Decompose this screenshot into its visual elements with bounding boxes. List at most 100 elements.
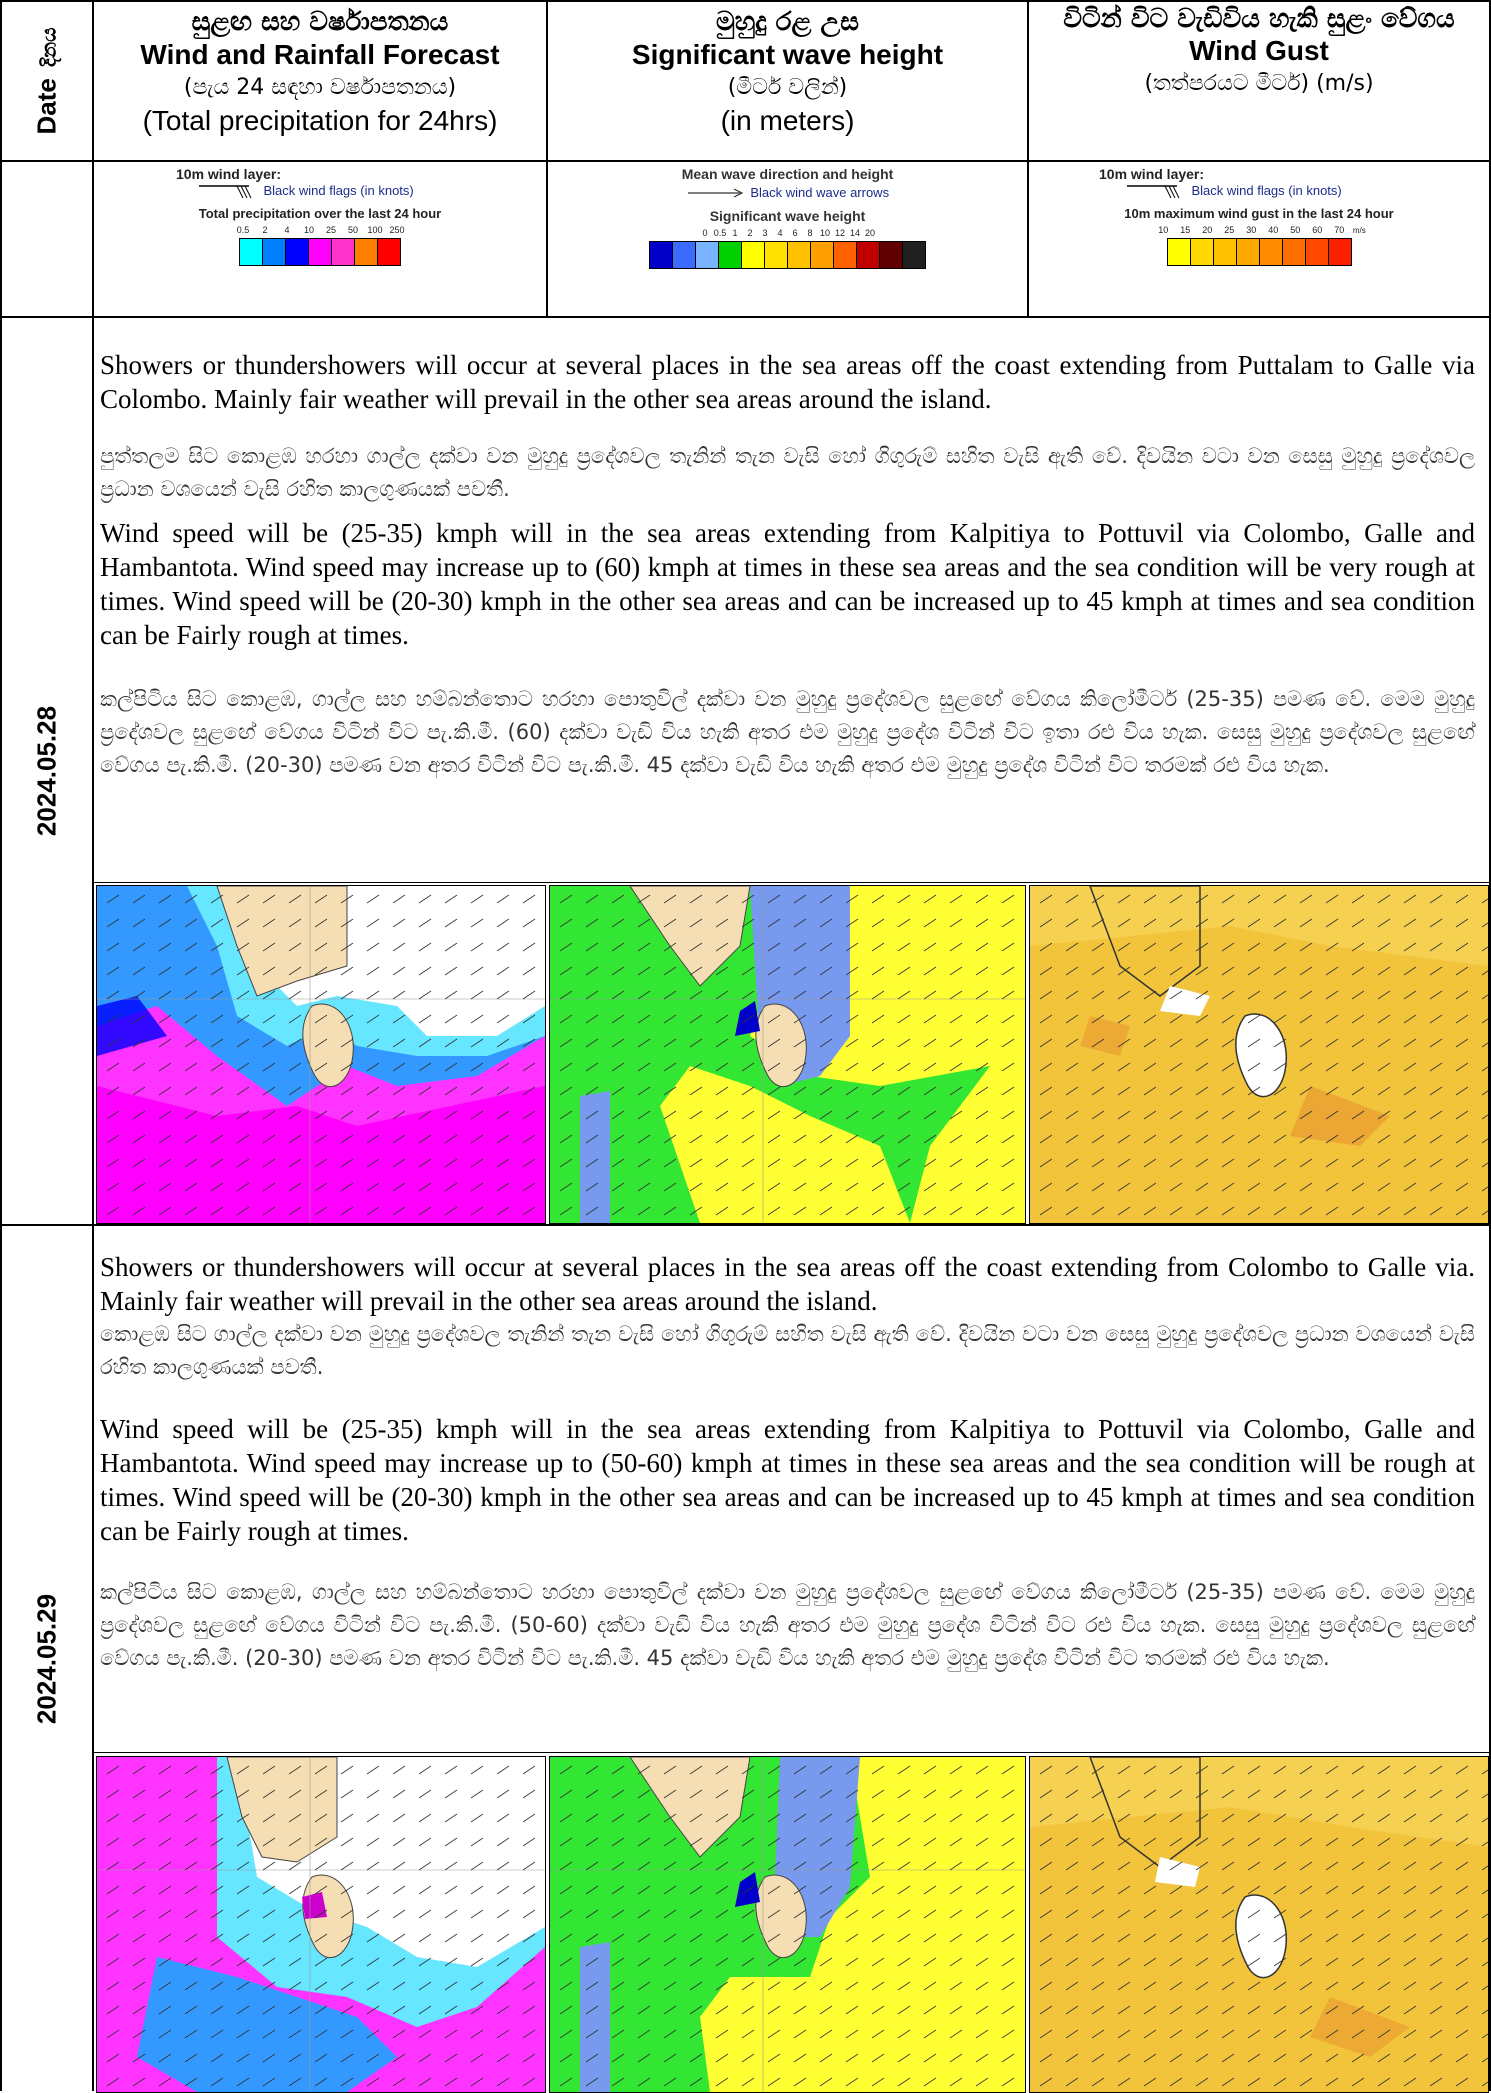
wind-arrow — [923, 1158, 937, 1168]
wind-arrow — [184, 1182, 198, 1192]
wind-arrow — [444, 1158, 458, 1168]
wind-arrow — [975, 1206, 989, 1216]
wind-arrow — [1221, 1813, 1235, 1823]
wind-arrow — [522, 1765, 536, 1775]
wind-arrow — [793, 1158, 807, 1168]
wind-arrow — [1403, 2053, 1417, 2063]
wind-arrow — [1299, 1134, 1313, 1144]
wind-arrow — [1169, 1062, 1183, 1072]
wind-arrow — [1247, 1981, 1261, 1991]
wind-arrow — [585, 1158, 599, 1168]
wind-arrow — [1299, 1909, 1313, 1919]
wind-arrow — [184, 1014, 198, 1024]
wind-arrow — [1351, 2077, 1365, 2087]
wind-arrow — [1325, 2005, 1339, 2015]
wind-arrow — [1143, 1957, 1157, 1967]
legend-swatch — [309, 239, 332, 266]
wind-arrow — [715, 1038, 729, 1048]
legend-tick-label: 40 — [1268, 225, 1279, 236]
wind-arrow — [975, 1909, 989, 1919]
wind-arrow — [1065, 2077, 1079, 2087]
rainfall-map — [96, 1756, 546, 2093]
legend-swatch — [880, 242, 903, 268]
wind-arrow — [819, 1981, 833, 1991]
wind-arrow — [184, 1813, 198, 1823]
wind-arrow — [1169, 2029, 1183, 2039]
wind-arrow — [845, 2029, 859, 2039]
wind-arrow — [470, 1182, 484, 1192]
wind-arrow — [1143, 1933, 1157, 1943]
wind-arrow — [158, 1981, 172, 1991]
wind-arrow — [1429, 1038, 1443, 1048]
wind-arrow — [262, 918, 276, 928]
wind-arrow — [158, 1014, 172, 1024]
wind-arrow — [1221, 1765, 1235, 1775]
wind-arrow — [1001, 1933, 1015, 1943]
wind-arrow — [845, 2077, 859, 2087]
wind-arrow — [845, 966, 859, 976]
wind-arrow — [262, 2029, 276, 2039]
wind-arrow — [158, 1813, 172, 1823]
wind-arrow — [949, 966, 963, 976]
wind-arrow — [819, 942, 833, 952]
wind-arrow — [689, 966, 703, 976]
wind-arrow — [1117, 2005, 1131, 2015]
wind-arrow — [1247, 2029, 1261, 2039]
wind-arrow — [1195, 1134, 1209, 1144]
wind-arrow — [262, 1014, 276, 1024]
wind-arrow — [366, 1885, 380, 1895]
wind-arrow — [1351, 1062, 1365, 1072]
legend-tick-label: 60 — [1312, 225, 1323, 236]
wind-arrow — [1351, 1957, 1365, 1967]
wind-arrow — [184, 942, 198, 952]
wind-arrow — [1247, 1885, 1261, 1895]
wind-arrow — [470, 1014, 484, 1024]
wind-arrow — [1065, 1789, 1079, 1799]
wind-arrow — [923, 1933, 937, 1943]
wind-arrow — [444, 918, 458, 928]
wind-arrow — [1481, 1937, 1488, 1943]
wind-arrow — [366, 1933, 380, 1943]
wind-arrow — [715, 918, 729, 928]
legend-tick-label: 12 — [834, 228, 845, 238]
wind-arrow — [340, 1813, 354, 1823]
wind-arrow — [1351, 1086, 1365, 1096]
wind-arrow — [1169, 1789, 1183, 1799]
wind-arrow — [522, 1182, 536, 1192]
wind-arrow — [871, 1981, 885, 1991]
wind-arrow — [1091, 918, 1105, 928]
wind-arrow — [470, 1933, 484, 1943]
wind-arrow — [1221, 1789, 1235, 1799]
legend-swatch — [765, 242, 788, 268]
wind-arrow — [1325, 1182, 1339, 1192]
wind-arrow — [1117, 2053, 1131, 2063]
wind-arrow — [559, 1933, 573, 1943]
wind-arrow — [1481, 2033, 1488, 2039]
wind-arrow — [210, 990, 224, 1000]
wind-arrow — [340, 966, 354, 976]
wind-arrow — [1117, 990, 1131, 1000]
wind-arrow — [236, 1206, 250, 1216]
wind-arrow — [1169, 1086, 1183, 1096]
wind-arrow — [158, 1134, 172, 1144]
wind-arrow — [1065, 1981, 1079, 1991]
wind-arrow — [1091, 1134, 1105, 1144]
wind-arrow — [444, 2053, 458, 2063]
wind-arrow — [819, 2053, 833, 2063]
wind-arrow — [236, 1014, 250, 1024]
wind-arrow — [1429, 990, 1443, 1000]
wind-arrow — [767, 2029, 781, 2039]
wind-arrow — [819, 2029, 833, 2039]
wind-arrow — [715, 1909, 729, 1919]
wind-arrow — [1247, 942, 1261, 952]
wind-arrow — [923, 918, 937, 928]
wind-arrow — [1143, 1134, 1157, 1144]
wind-arrow — [1091, 1909, 1105, 1919]
wind-arrow — [1195, 1182, 1209, 1192]
wind-arrow — [366, 966, 380, 976]
wind-arrow — [1429, 1885, 1443, 1895]
wind-arrow — [418, 2077, 432, 2087]
wind-arrow — [1195, 2005, 1209, 2015]
wind-arrow — [1143, 1813, 1157, 1823]
wind-arrow — [392, 966, 406, 976]
